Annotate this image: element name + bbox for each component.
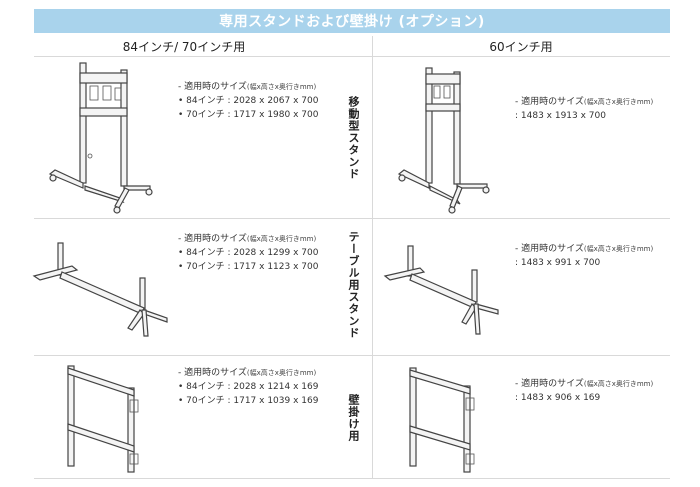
spec-heading: - 適用時のサイズ(幅x高さx奥行きmm) — [178, 82, 317, 92]
spec-line: : 1483 x 1913 x 700 — [515, 111, 606, 121]
table-stand-84-70-specs: - 適用時のサイズ(幅x高さx奥行きmm) • 84インチ : 2028 x 1… — [178, 232, 318, 274]
table-stand-84-70-illustration — [32, 238, 177, 338]
spec-heading: - 適用時のサイズ(幅x高さx奥行きmm) — [515, 97, 654, 107]
table-stand-60-illustration — [380, 238, 505, 338]
category-label-mobile-stand: 移動型スタンド — [347, 95, 360, 180]
category-label-wall-mount: 壁掛け用 — [347, 393, 360, 442]
mobile-stand-84-70-specs: - 適用時のサイズ(幅x高さx奥行きmm) • 84インチ : 2028 x 2… — [178, 80, 318, 122]
spec-heading: - 適用時のサイズ(幅x高さx奥行きmm) — [515, 244, 654, 254]
mobile-stand-60-illustration — [392, 58, 502, 216]
spec-heading: - 適用時のサイズ(幅x高さx奥行きmm) — [178, 368, 317, 378]
divider — [34, 478, 670, 479]
category-label-table-stand: テーブル用スタンド — [347, 231, 360, 339]
wall-mount-84-70-illustration — [58, 360, 148, 475]
mobile-stand-60-specs: - 適用時のサイズ(幅x高さx奥行きmm) : 1483 x 1913 x 70… — [515, 95, 653, 123]
divider — [34, 56, 670, 57]
spec-line: • 84インチ : 2028 x 2067 x 700 — [178, 96, 319, 106]
divider — [34, 218, 670, 219]
spec-line: : 1483 x 906 x 169 — [515, 393, 601, 403]
spec-line: • 70インチ : 1717 x 1039 x 169 — [178, 396, 319, 406]
spec-line: • 70インチ : 1717 x 1123 x 700 — [178, 262, 319, 272]
spec-line: • 84インチ : 2028 x 1214 x 169 — [178, 382, 319, 392]
divider — [34, 355, 670, 356]
wall-mount-60-specs: - 適用時のサイズ(幅x高さx奥行きmm) : 1483 x 906 x 169 — [515, 377, 653, 405]
spec-heading: - 適用時のサイズ(幅x高さx奥行きmm) — [515, 379, 654, 389]
spec-heading: - 適用時のサイズ(幅x高さx奥行きmm) — [178, 234, 317, 244]
spec-line: • 84インチ : 2028 x 1299 x 700 — [178, 248, 319, 258]
wall-mount-60-illustration — [400, 360, 485, 475]
column-header-84-70: 84インチ/ 70インチ用 — [122, 40, 246, 54]
table-stand-60-specs: - 適用時のサイズ(幅x高さx奥行きmm) : 1483 x 991 x 700 — [515, 242, 653, 270]
spec-line: • 70インチ : 1717 x 1980 x 700 — [178, 110, 319, 120]
mobile-stand-84-70-illustration — [45, 58, 165, 216]
spec-line: : 1483 x 991 x 700 — [515, 258, 601, 268]
wall-mount-84-70-specs: - 適用時のサイズ(幅x高さx奥行きmm) • 84インチ : 2028 x 1… — [178, 366, 318, 408]
page-title: 専用スタンドおよび壁掛け (オプション) — [34, 9, 670, 33]
column-divider — [372, 36, 373, 478]
column-header-60: 60インチ用 — [489, 40, 553, 54]
